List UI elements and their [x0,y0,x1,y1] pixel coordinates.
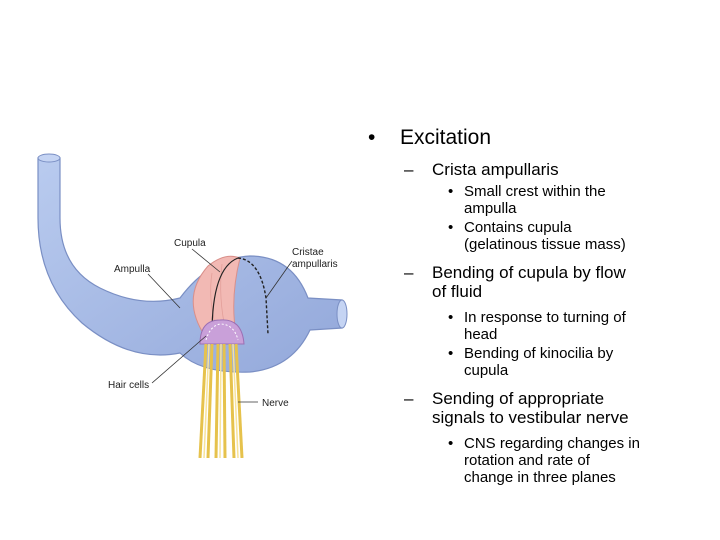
outline-text: • Excitation – Crista ampullaris • Small… [368,126,708,496]
label-cristae-line1: Cristae [292,247,324,258]
bullet-dot: • [448,345,454,362]
label-hair-cells: Hair cells [108,380,149,391]
label-nerve: Nerve [262,398,289,409]
bullet-dot: • [448,183,454,200]
list-item: • Bending of kinocilia by cupula [448,345,614,379]
bullet-dot: • [448,309,454,326]
heading-text: Excitation [400,126,492,149]
bullet-dot: • [448,219,454,236]
label-ampulla: Ampulla [114,264,151,275]
bullet-dash: – [404,389,414,408]
section-title: Crista ampullaris [432,160,559,179]
crista-hair-cells [199,319,245,345]
list-item: • In response to turning of head [448,309,626,343]
label-cupula: Cupula [174,238,206,249]
section-crista-ampullaris: – Crista ampullaris [368,160,708,179]
nerve-fibers [198,343,244,459]
list-item: • Small crest within the ampulla [448,183,606,217]
list-item: • Contains cupula (gelatinous tissue mas… [448,219,626,253]
bullet-dash: – [404,263,414,282]
label-cristae-line2: ampullaris [292,259,338,270]
section-points: • In response to turning of head • Bendi… [368,309,708,379]
section-nerve-signals: – Sending of appropriate signals to vest… [404,389,629,427]
cupula [192,255,241,337]
ampulla-illustration: Cupula Cristae ampullaris Ampulla Hair c… [37,153,348,459]
bullet-dash: – [404,160,414,179]
outline-heading: • Excitation [368,126,708,150]
crista-ampullaris-figure: Cupula Cristae ampullaris Ampulla Hair c… [30,148,356,463]
section-cupula-bending: – Bending of cupula by flow of fluid [404,263,626,301]
list-item: • CNS regarding changes in rotation and … [448,435,640,486]
bullet-dot: • [368,126,376,149]
section-points: • Small crest within the ampulla • Conta… [368,183,708,253]
bullet-dot: • [448,435,454,452]
section-points: • CNS regarding changes in rotation and … [368,435,708,486]
